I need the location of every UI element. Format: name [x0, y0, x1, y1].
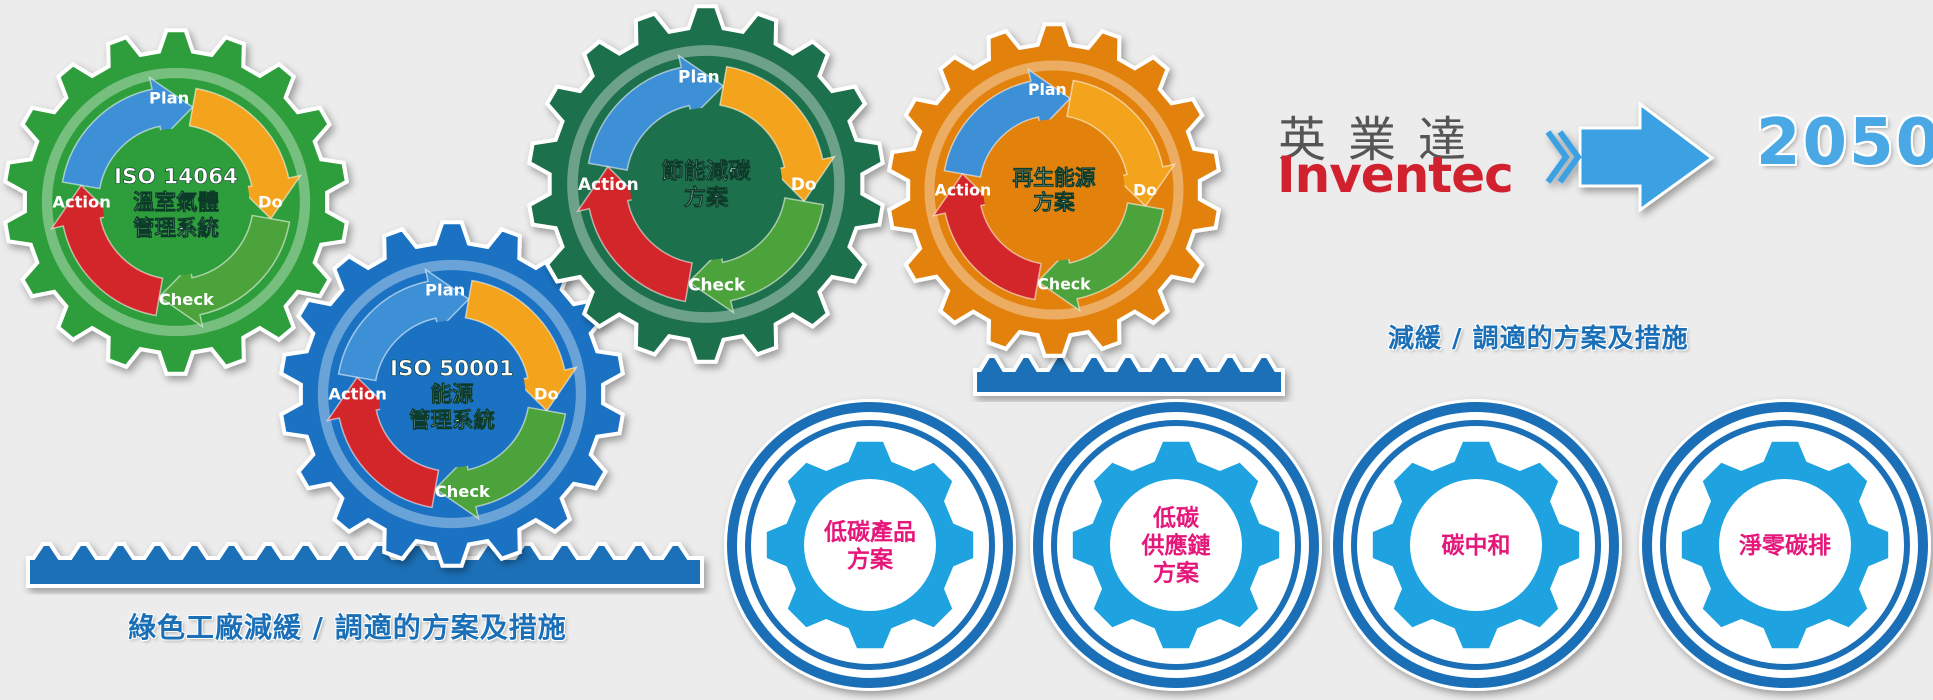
pdca-label-plan: Plan — [425, 281, 465, 300]
gear-center — [983, 119, 1125, 261]
arrow-chevron-1 — [1557, 130, 1582, 184]
goal-gear-hub — [804, 479, 936, 611]
check-arrow — [1036, 202, 1165, 313]
action-arrow — [325, 376, 440, 509]
pdca-label-do: Do — [258, 193, 283, 212]
caption-green-factory: 綠色工廠減緩 / 調適的方案及措施 — [128, 611, 567, 644]
pdca-label-plan: Plan — [1028, 80, 1067, 99]
pdca-label-action: Action — [328, 385, 387, 404]
caption-mitigation: 減緩 / 調適的方案及措施 — [1388, 324, 1689, 354]
goal-blue-ring — [1642, 402, 1928, 688]
do-arrow — [188, 87, 303, 220]
action-arrow — [931, 172, 1042, 301]
do-arrow — [464, 279, 579, 412]
goal-blue-ring — [1333, 402, 1619, 688]
do-arrow — [719, 65, 837, 203]
check-arrow — [434, 406, 567, 521]
goal-text-line: 方案 — [1153, 560, 1200, 587]
goal-text-line: 供應鏈 — [1141, 532, 1211, 559]
pdca-title-line: 方案 — [1033, 191, 1075, 215]
pdca-label-check: Check — [435, 482, 491, 501]
goal-text-line: 淨零碳排 — [1739, 533, 1831, 559]
goal-blue-ring — [1033, 402, 1319, 688]
goal-gear-hub — [1110, 479, 1242, 611]
pdca-label-plan: Plan — [149, 89, 189, 108]
logo-chinese-name: 英業達 — [1278, 112, 1489, 168]
pdca-label-check: Check — [159, 290, 215, 309]
arrow-body — [1578, 101, 1715, 213]
pdca-label-action: Action — [935, 181, 992, 200]
pdca-title-line: 管理系統 — [409, 407, 496, 433]
gear-center — [102, 128, 250, 276]
plan-arrow — [61, 75, 194, 190]
goal-gear-hub — [1719, 479, 1851, 611]
pdca-title-line: 溫室氣體 — [133, 190, 219, 216]
action-arrow — [575, 165, 693, 303]
pdca-title-line: 方案 — [684, 184, 729, 211]
pdca-title-line: 再生能源 — [1012, 166, 1095, 190]
arrow-chevron-0 — [1545, 130, 1570, 184]
plan-arrow — [943, 67, 1072, 178]
goal-gear-hub — [1410, 479, 1542, 611]
pdca-label-action: Action — [52, 193, 111, 212]
goal-text-line: 碳中和 — [1442, 533, 1511, 559]
action-arrow — [49, 184, 164, 317]
rail-bottom-left — [26, 542, 704, 588]
pdca-title-line: ISO 50001 — [390, 357, 514, 382]
pdca-title-line: 節能減碳 — [662, 157, 752, 184]
pdca-title-line: ISO 14064 — [114, 165, 238, 190]
future-arrow-icon — [1545, 101, 1715, 213]
goal-text-line: 低碳產品 — [823, 518, 916, 545]
pdca-label-plan: Plan — [678, 66, 720, 86]
do-arrow — [1066, 79, 1177, 208]
gear-center — [629, 107, 783, 261]
pdca-label-action: Action — [578, 174, 639, 194]
target-year: 2050 — [1756, 106, 1933, 180]
pdca-title-line: 能源 — [430, 382, 474, 408]
pdca-label-do: Do — [534, 385, 559, 404]
goal-text-line: 低碳 — [1152, 505, 1200, 531]
goal-gear-carbon-neutral: 碳中和 — [1330, 399, 1622, 691]
pdca-title-line: 管理系統 — [133, 215, 220, 241]
goal-text-line: 方案 — [847, 546, 894, 573]
goal-inner-ring — [1051, 420, 1301, 670]
pdca-label-do: Do — [791, 174, 817, 194]
pdca-label-check: Check — [688, 274, 746, 294]
plan-arrow — [337, 267, 470, 382]
goal-inner-ring — [745, 420, 995, 670]
goal-gear-net-zero: 淨零碳排 — [1639, 399, 1931, 691]
goal-inner-ring — [1351, 420, 1601, 670]
goal-inner-ring — [1660, 420, 1910, 670]
gear-center — [378, 320, 526, 468]
check-arrow — [158, 214, 291, 329]
plan-arrow — [587, 53, 725, 171]
check-arrow — [687, 197, 825, 315]
goal-blue-ring — [727, 402, 1013, 688]
pdca-label-check: Check — [1037, 274, 1091, 293]
pdca-label-do: Do — [1133, 181, 1157, 200]
logo-english-name: Inventec — [1277, 146, 1514, 204]
rail-middle — [973, 354, 1285, 396]
